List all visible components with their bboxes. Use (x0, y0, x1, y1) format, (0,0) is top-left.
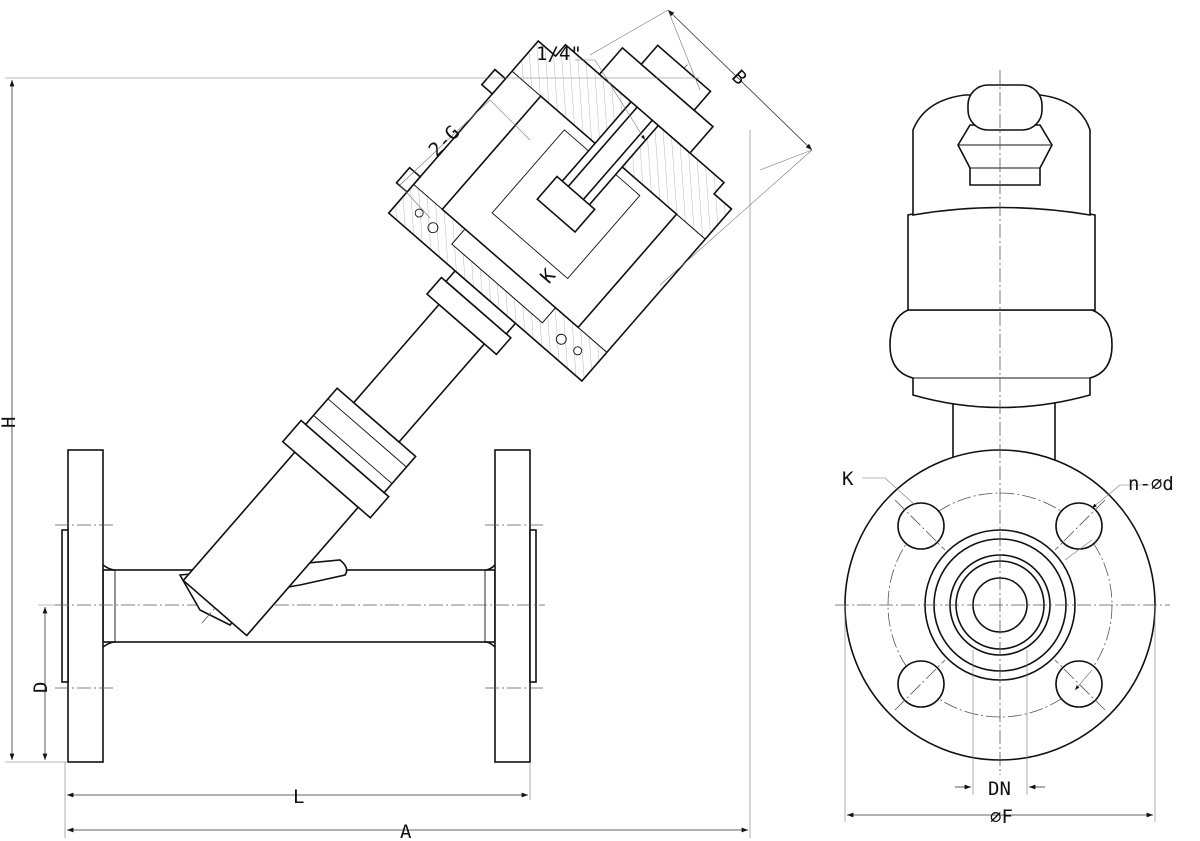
label-f: ∅F (990, 806, 1013, 828)
label-b: B (727, 66, 751, 90)
dim-l: L (64, 762, 531, 808)
label-dn: DN (988, 778, 1011, 800)
dim-a: A (64, 130, 751, 841)
label-k-flange: K (842, 468, 854, 490)
label-d: D (30, 682, 52, 693)
dim-d: D (30, 604, 62, 760)
label-h: H (0, 417, 20, 428)
actuator-assembly (182, 39, 733, 637)
label-n-d: n-∅d (1128, 473, 1174, 495)
label-a: A (400, 821, 412, 841)
label-quarter-inch: 1/4" (536, 43, 582, 65)
dim-k-flange: K (842, 468, 916, 506)
dim-dn: DN (955, 650, 1045, 800)
label-l: L (293, 786, 304, 808)
dim-f: ∅F (844, 605, 1156, 828)
dim-quarter-inch: 1/4" (536, 43, 646, 141)
end-view: K n-∅d DN ∅F (835, 70, 1174, 828)
side-view: K B 1/4" 2-G H D (0, 9, 813, 841)
dim-h: H (0, 77, 700, 763)
dim-n-d: n-∅d (1064, 473, 1174, 691)
